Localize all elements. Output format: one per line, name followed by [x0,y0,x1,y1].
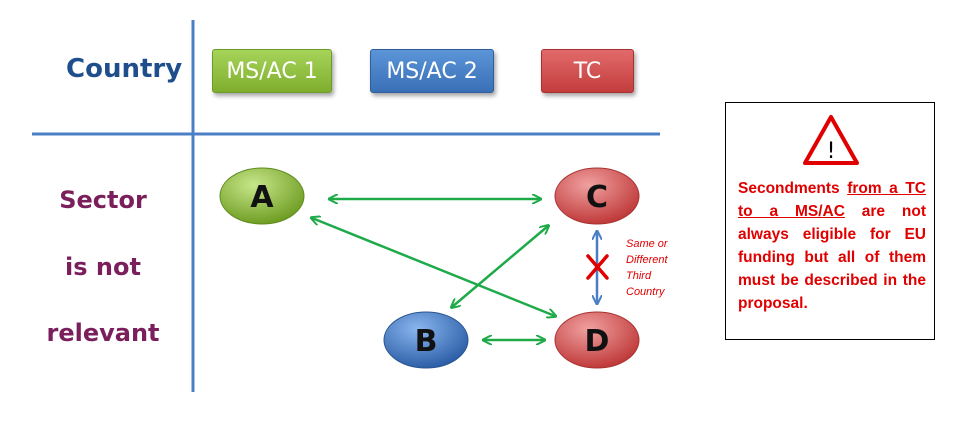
sector-label-line2: is not [65,253,141,281]
node-c-label: C [586,180,608,215]
node-c [554,167,640,225]
note-line1: Same or [626,238,668,250]
country-header: Country [66,54,183,84]
warning-triangle-icon: ! [803,115,859,165]
warning-symbol: ! [827,139,836,164]
ms-ac-2-box: MS/AC 2 [370,49,494,93]
sector-label-line3: relevant [46,319,160,347]
warning-text-part1: Secondments [738,180,848,197]
warning-text-part2: are not always eligible for EU funding b… [738,203,927,312]
note-line3: Third [626,270,652,282]
note-line4: Country [626,286,665,298]
warning-box: ! Secondments from a TC to a MS/AC are n… [725,102,935,340]
node-b-label: B [415,324,438,359]
warning-text-underlined: from a TC to a MS/AC [738,180,926,220]
node-a [219,167,305,225]
node-a-label: A [250,180,274,215]
note-line2: Different [626,254,668,266]
third-country-note: Same or Different Third Country [626,236,668,300]
node-d [554,311,640,369]
sector-label-line1: Sector [59,186,147,214]
node-d-label: D [585,324,610,359]
arrow-b-c [452,226,548,307]
warning-text: Secondments from a TC to a MS/AC are not… [738,177,926,315]
cross-icon [586,254,609,280]
ms-ac-1-box: MS/AC 1 [212,49,332,93]
node-b [383,311,469,369]
arrow-a-d [312,218,555,316]
tc-box: TC [541,49,634,93]
